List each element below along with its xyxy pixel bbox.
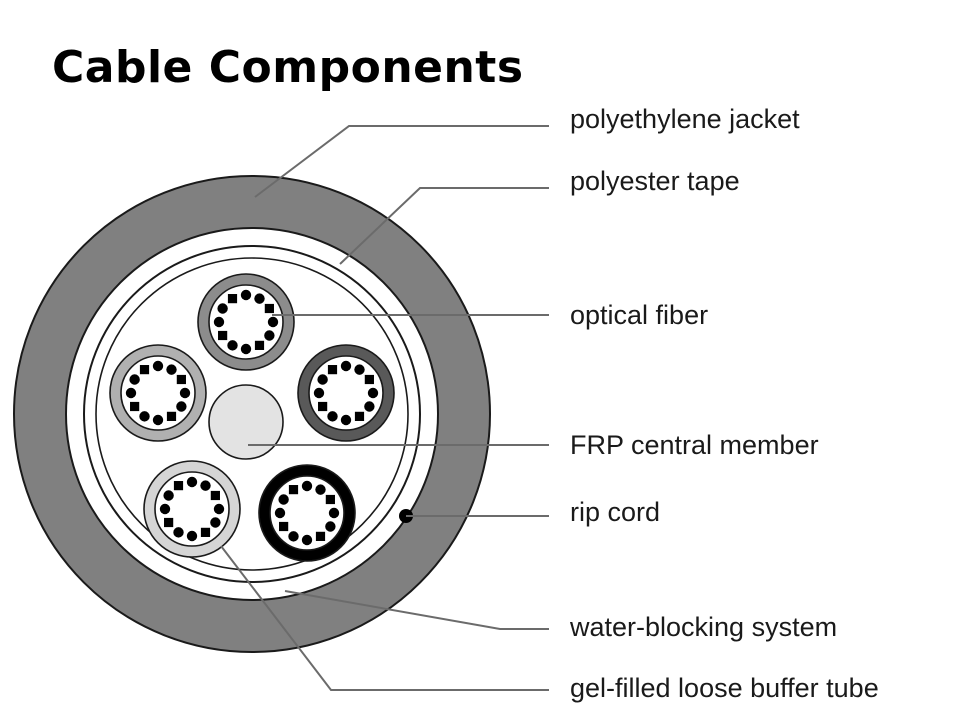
optical-fiber (213, 316, 225, 328)
optical-fiber (254, 340, 265, 350)
optical-fiber (301, 480, 313, 492)
optical-fiber (315, 484, 326, 495)
leader-line-water-blocking-system (284, 590, 549, 630)
callout-labels: polyethylene jacket polyester tape optical… (569, 104, 879, 703)
callout-label-optical-fiber: optical fiber (570, 300, 708, 330)
optical-fiber (315, 531, 326, 541)
optical-fiber (240, 289, 252, 301)
optical-fiber (318, 401, 328, 412)
buffer-tube-gel-fill (208, 284, 284, 360)
optical-fiber (179, 387, 191, 399)
optical-fiber (227, 340, 238, 351)
optical-fiber (278, 494, 289, 505)
optical-fiber (279, 521, 289, 532)
optical-fiber (364, 401, 375, 412)
optical-fiber (288, 531, 299, 542)
optical-fiber (200, 480, 211, 491)
optical-fiber (217, 303, 228, 314)
leader-line-polyester-tape (339, 187, 549, 265)
optical-fiber (227, 294, 238, 304)
optical-fiber (130, 401, 140, 412)
optical-fiber (328, 507, 340, 519)
buffer-tube-gel-fill (308, 355, 384, 431)
optical-fiber (176, 374, 186, 385)
optical-fiber (218, 330, 228, 341)
callout-label-polyester-tape: polyester tape (570, 166, 740, 196)
callout-label-water-blocking-system: water-blocking system (569, 612, 837, 642)
buffer-tube-gel-fill (154, 471, 230, 547)
optical-fiber (254, 293, 265, 304)
callout-label-rip-cord: rip cord (570, 497, 660, 527)
optical-fiber (173, 481, 184, 491)
optical-fiber (210, 490, 220, 501)
optical-fiber (340, 414, 352, 426)
optical-fiber (301, 534, 313, 546)
callout-label-gel-filled-loose-buffer-tube: gel-filled loose buffer tube (570, 673, 879, 703)
optical-fiber (210, 517, 221, 528)
buffer-tube-bottom-right (258, 464, 356, 562)
optical-fiber (139, 411, 150, 422)
optical-fiber (166, 364, 177, 375)
optical-fiber (152, 414, 164, 426)
callout-leader-lines (220, 125, 549, 691)
buffer-tube-bottom-left (143, 460, 241, 558)
optical-fiber (163, 490, 174, 501)
optical-fiber (264, 330, 275, 341)
buffer-tube-right (297, 344, 395, 442)
optical-fiber (364, 374, 374, 385)
optical-fiber (317, 374, 328, 385)
leader-line-gel-filled-loose-buffer-tube (220, 545, 549, 691)
optical-fiber (327, 365, 338, 375)
optical-fiber (139, 365, 150, 375)
buffer-tube-top (197, 273, 295, 371)
optical-fiber (125, 387, 137, 399)
page-title: Cable Components (52, 42, 524, 93)
callout-label-polyethylene-jacket: polyethylene jacket (570, 104, 800, 134)
callout-label-frp-central-member: FRP central member (570, 430, 819, 460)
optical-fiber (129, 374, 140, 385)
optical-fiber (327, 411, 338, 422)
optical-fiber (325, 521, 336, 532)
buffer-tube-left (109, 344, 207, 442)
leader-line-polyethylene-jacket (254, 125, 549, 198)
optical-fiber (186, 530, 198, 542)
optical-fiber (354, 411, 365, 421)
optical-fiber (325, 494, 335, 505)
buffer-tube-gel-fill (269, 475, 345, 551)
optical-fiber (340, 360, 352, 372)
optical-fiber (367, 387, 379, 399)
optical-fiber (152, 360, 164, 372)
buffer-tube-gel-fill (120, 355, 196, 431)
optical-fiber (274, 507, 286, 519)
optical-fiber (173, 527, 184, 538)
optical-fiber (264, 303, 274, 314)
optical-fiber (166, 411, 177, 421)
optical-fiber (313, 387, 325, 399)
frp-central-member (208, 384, 284, 460)
optical-fiber (354, 364, 365, 375)
optical-fiber (267, 316, 279, 328)
optical-fiber (288, 485, 299, 495)
optical-fiber (186, 476, 198, 488)
optical-fiber (240, 343, 252, 355)
optical-fiber (176, 401, 187, 412)
optical-fiber (200, 527, 211, 537)
optical-fiber (213, 503, 225, 515)
cable-cross-section (13, 175, 491, 653)
optical-fiber (164, 517, 174, 528)
optical-fiber (159, 503, 171, 515)
